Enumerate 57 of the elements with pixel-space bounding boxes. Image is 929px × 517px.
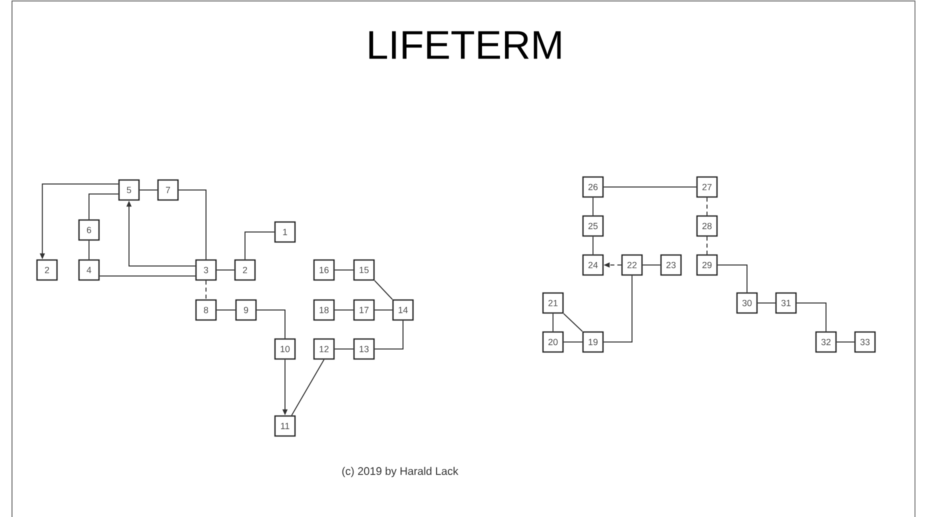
number-box: 31: [775, 292, 797, 314]
connector-line: [603, 186, 697, 188]
connector-line: [757, 302, 776, 304]
connector-line: [563, 313, 583, 332]
number-box: 32: [815, 331, 837, 353]
connector-line: [374, 320, 404, 350]
connector-line: [592, 236, 594, 255]
number-box: 2: [234, 259, 256, 281]
number-box: 13: [353, 338, 375, 360]
connector-line: [706, 197, 708, 216]
connector-line: [178, 190, 206, 260]
number-box: 28: [696, 215, 718, 237]
number-box: 25: [582, 215, 604, 237]
number-box: 23: [660, 254, 682, 276]
number-box: 29: [696, 254, 718, 276]
number-box: 27: [696, 176, 718, 198]
number-box: 16: [313, 259, 335, 281]
number-box: 26: [582, 176, 604, 198]
connector-line: [291, 359, 324, 416]
number-box: 21: [542, 292, 564, 314]
number-box: 2: [36, 259, 58, 281]
number-box: 22: [621, 254, 643, 276]
connector-line: [603, 275, 632, 342]
connector-line: [706, 236, 708, 255]
number-box: 19: [582, 331, 604, 353]
number-box: 33: [854, 331, 876, 353]
number-box: 4: [78, 259, 100, 281]
number-box: 10: [274, 338, 296, 360]
connector-line: [244, 232, 275, 260]
number-box: 30: [736, 292, 758, 314]
connector-line: [642, 264, 661, 266]
number-box: 20: [542, 331, 564, 353]
number-box: 15: [353, 259, 375, 281]
number-box: 12: [313, 338, 335, 360]
number-box: 5: [118, 179, 140, 201]
connector-line: [88, 240, 90, 260]
connector-line: [334, 348, 354, 350]
number-box: 18: [313, 299, 335, 321]
number-box: 8: [195, 299, 217, 321]
connector-line: [717, 264, 748, 293]
number-box: 17: [353, 299, 375, 321]
number-box: 11: [274, 415, 296, 437]
number-box: 7: [157, 179, 179, 201]
number-box: 6: [78, 219, 100, 241]
connector-line: [796, 302, 826, 332]
number-box: 24: [582, 254, 604, 276]
connector-line: [552, 313, 554, 332]
connector-line: [592, 197, 594, 216]
number-box: 1: [274, 221, 296, 243]
title: LIFETERM: [369, 31, 561, 59]
number-box: 14: [392, 299, 414, 321]
number-box: 3: [195, 259, 217, 281]
caption: (c) 2019 by Harald Lack: [342, 466, 458, 478]
connector-line: [374, 280, 393, 300]
number-box: 9: [235, 299, 257, 321]
connector-line: [88, 194, 119, 220]
connector-line: [256, 310, 286, 339]
